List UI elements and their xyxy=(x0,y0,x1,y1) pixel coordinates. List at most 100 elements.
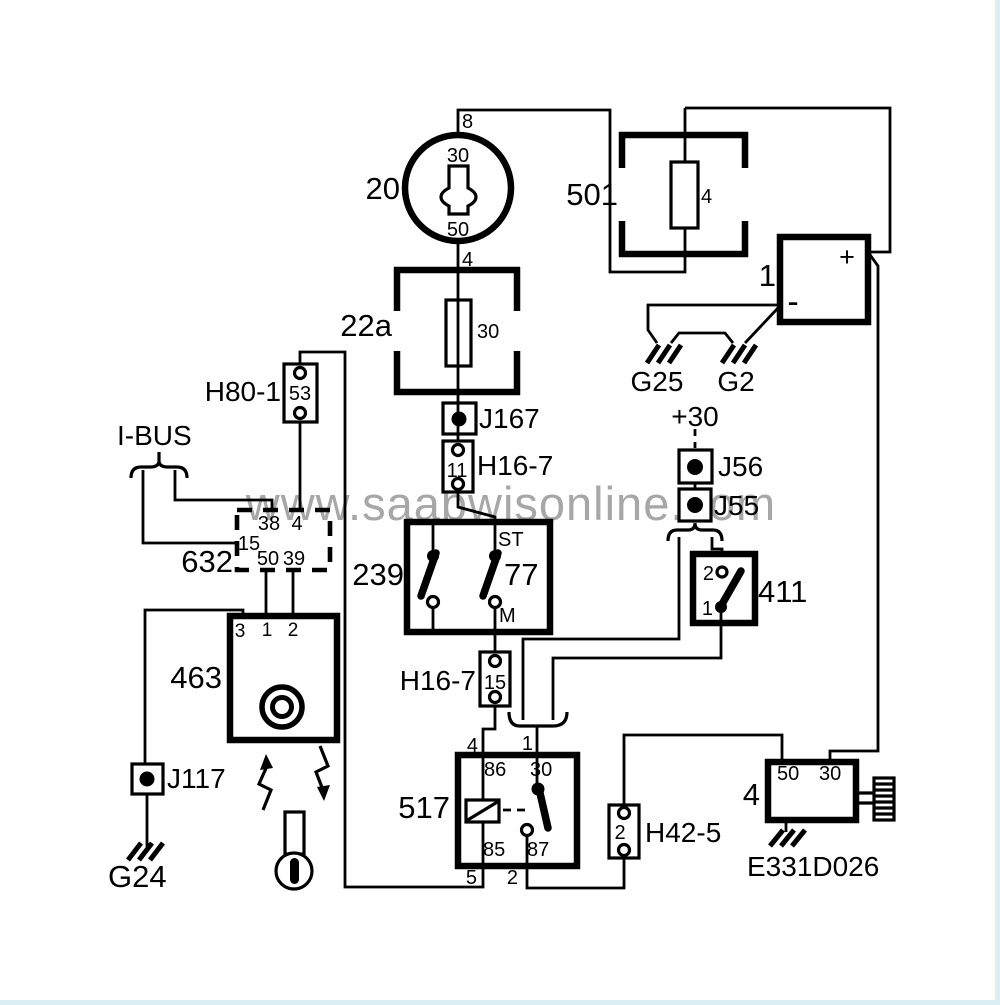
component-632-label: 632 xyxy=(181,544,233,579)
switch-239: 239 ST 77 M xyxy=(352,518,554,636)
fuse-501-pin-label: 4 xyxy=(701,186,712,208)
wire-top-feed xyxy=(685,106,892,254)
wire-layer xyxy=(141,106,892,890)
wire-h42-to-starter-50 xyxy=(622,733,784,812)
joint-box-icon xyxy=(677,448,714,485)
joint-dot-icon xyxy=(451,411,467,427)
joint-j167-label: J167 xyxy=(479,403,540,434)
pin-1-label: 1 xyxy=(702,598,713,620)
key-cylinder-icon xyxy=(439,164,478,216)
position-st-label: ST xyxy=(498,529,524,551)
battery-plus-label: + xyxy=(839,242,855,272)
key-blade-icon xyxy=(283,810,306,856)
pin-50-label: 50 xyxy=(257,548,279,570)
wire-j55-to-517-brace xyxy=(521,537,681,720)
bus-brace-icon xyxy=(129,452,189,479)
battery-box-icon xyxy=(776,233,872,326)
relay-coil-diagonal xyxy=(465,799,500,823)
fuse-box-22a-outline xyxy=(393,266,521,396)
connector-pin-circle-icon xyxy=(616,805,632,821)
ground-g2: G2 xyxy=(717,343,759,397)
link-bolt-icon xyxy=(313,745,331,791)
pin-1-label: 1 xyxy=(262,620,273,641)
joint-j56-label: J56 xyxy=(718,451,763,482)
component-239-label: 239 xyxy=(352,557,404,592)
connector-h80-1-label: H80-1 xyxy=(205,376,281,407)
pin-30-label: 30 xyxy=(530,759,552,781)
connector-box-icon xyxy=(478,650,512,708)
page-edge-right xyxy=(995,0,1000,1005)
component-22a-label: 22a xyxy=(340,308,392,343)
joint-dot-icon xyxy=(139,771,155,787)
pin-3-label: 3 xyxy=(235,621,246,642)
pin-87-label: 87 xyxy=(527,839,549,861)
wire-h167-15-to-517 xyxy=(481,702,497,756)
joint-dot-icon xyxy=(687,497,703,513)
supply-plus30-label: +30 xyxy=(671,401,719,432)
wire-5-label: 5 xyxy=(466,867,477,889)
connector-h16-7-pin15: 15 H16-7 xyxy=(400,650,512,708)
connector-h80-1: 53 H80-1 xyxy=(205,362,319,424)
relay-contact-leads xyxy=(525,756,539,866)
connector-h42-5: 2 H42-5 xyxy=(607,803,721,860)
lock-module-463: 463 3 1 2 xyxy=(170,612,341,744)
switch-arm-icon xyxy=(417,549,440,600)
connector-pin-circle-icon xyxy=(616,842,632,858)
contact-circle-icon xyxy=(487,594,503,610)
starter-4-outline xyxy=(764,758,860,824)
connector-pin-circle-icon xyxy=(487,689,503,705)
connector-brace-j55-icon xyxy=(666,522,724,542)
link-arrowhead-icon xyxy=(260,754,273,770)
connector-pin-label: 2 xyxy=(614,822,625,844)
relay-coil-icon xyxy=(464,798,501,824)
ignition-switch-circle-icon xyxy=(401,131,515,245)
switch-arm-icon xyxy=(536,789,552,832)
connector-h16-7-pin11: 11 H16-7 xyxy=(441,439,553,494)
wire-ibus-38 xyxy=(173,470,274,510)
component-501-label: 501 xyxy=(566,177,618,212)
mechanical-link xyxy=(256,745,331,891)
wire-minus-g2 xyxy=(743,307,780,344)
connector-pin-circle-icon xyxy=(450,476,466,492)
diagram-code-label: E331D026 xyxy=(747,851,879,882)
connector-h16-7-label: H16-7 xyxy=(400,665,476,696)
connector-pin-circle-icon xyxy=(450,442,466,458)
relay-517: 517 86 30 85 87 4 1 5 2 xyxy=(398,733,581,889)
component-411-label: 411 xyxy=(758,574,807,609)
joint-j117: J117 xyxy=(130,762,226,796)
wire-ground-bracket xyxy=(669,331,735,344)
i-bus-node: I-BUS xyxy=(117,420,192,479)
ground-icon xyxy=(768,828,807,848)
connector-h42-5-label: H42-5 xyxy=(645,817,721,848)
wire-minus-g25 xyxy=(646,303,780,344)
ground-g24: G24 xyxy=(108,841,167,894)
link-arrowhead-icon xyxy=(317,785,330,801)
fuse-22a-terminal-label: 30 xyxy=(477,321,499,343)
wire-411-1-to-brace xyxy=(551,607,723,720)
joint-j55: J55 xyxy=(677,487,759,523)
ground-g25: G25 xyxy=(631,343,684,397)
contact-circle-icon xyxy=(715,565,729,579)
pin-86-label: 86 xyxy=(484,759,506,781)
switch-arm-icon xyxy=(479,549,502,600)
page-edge-bottom xyxy=(0,1000,1000,1005)
fuse-box-501: 501 4 xyxy=(566,131,749,258)
wire-1-label: 1 xyxy=(522,733,533,755)
joint-j55-label: J55 xyxy=(714,490,759,521)
pin-85-label: 85 xyxy=(483,839,505,861)
wire-517-87-to-h42 xyxy=(525,855,626,890)
ground-g25-label: G25 xyxy=(631,366,684,397)
module-632: 632 38 4 15 50 39 xyxy=(181,507,333,579)
connector-pin-circle-icon xyxy=(487,653,503,669)
pin-4-label: 4 xyxy=(291,513,302,535)
fuse-501-element-icon xyxy=(669,160,700,230)
component-4-label: 4 xyxy=(743,777,760,812)
connector-box-icon xyxy=(282,362,319,424)
terminal-30-label: 30 xyxy=(447,145,469,167)
pin-39-label: 39 xyxy=(283,548,305,570)
pin-30-label: 30 xyxy=(819,763,841,785)
pin-38-label: 38 xyxy=(258,513,280,535)
component-463-label: 463 xyxy=(170,660,222,695)
